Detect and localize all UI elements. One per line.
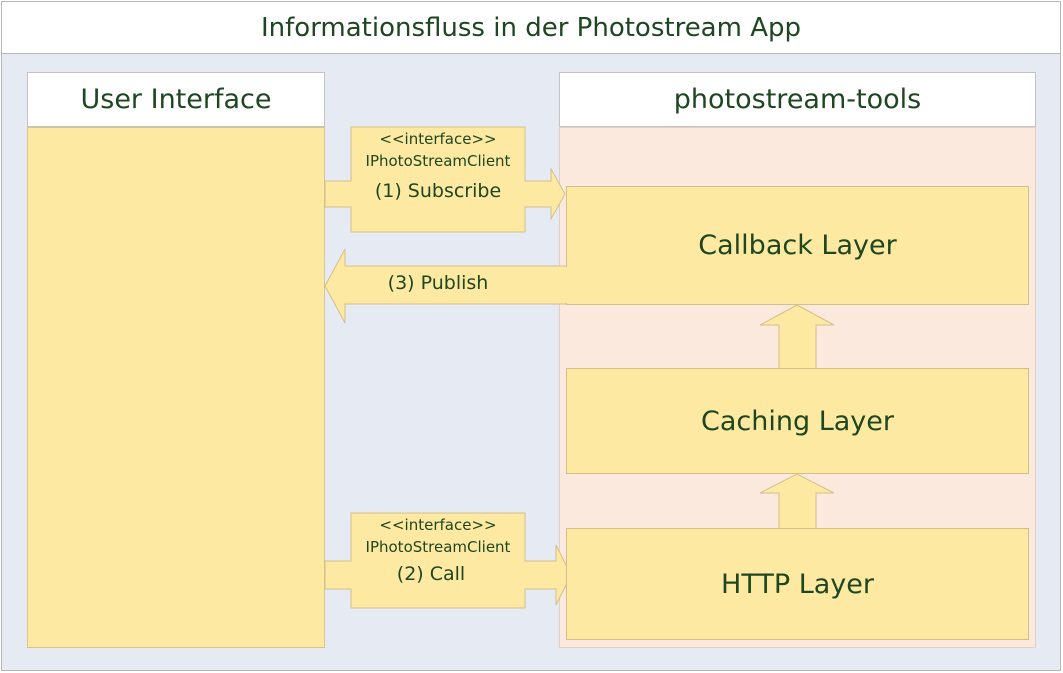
caching-layer: Caching Layer bbox=[566, 368, 1029, 474]
call-stereotype: <<interface>> bbox=[379, 516, 497, 534]
subscribe-stereotype: <<interface>> bbox=[379, 130, 497, 148]
publish-arrow bbox=[324, 248, 567, 324]
user-interface-header: User Interface bbox=[27, 72, 325, 127]
call-arrow bbox=[324, 512, 572, 609]
publish-label: (3) Publish bbox=[387, 272, 489, 294]
diagram-title: Informationsfluss in der Photostream App bbox=[1, 1, 1061, 54]
call-label: (2) Call bbox=[396, 563, 466, 585]
user-interface-column bbox=[27, 127, 325, 648]
publish-arrow-joint bbox=[558, 267, 567, 303]
caching-to-callback-arrow bbox=[759, 304, 835, 368]
subscribe-label: (1) Subscribe bbox=[374, 180, 502, 202]
photostream-tools-header: photostream-tools bbox=[559, 72, 1036, 127]
subscribe-interface-name: IPhotoStreamClient bbox=[365, 152, 511, 170]
call-interface-name: IPhotoStreamClient bbox=[365, 538, 511, 556]
http-layer: HTTP Layer bbox=[566, 528, 1029, 640]
subscribe-arrow bbox=[324, 126, 566, 233]
http-to-caching-arrow bbox=[759, 473, 835, 528]
callback-layer: Callback Layer bbox=[566, 186, 1029, 305]
